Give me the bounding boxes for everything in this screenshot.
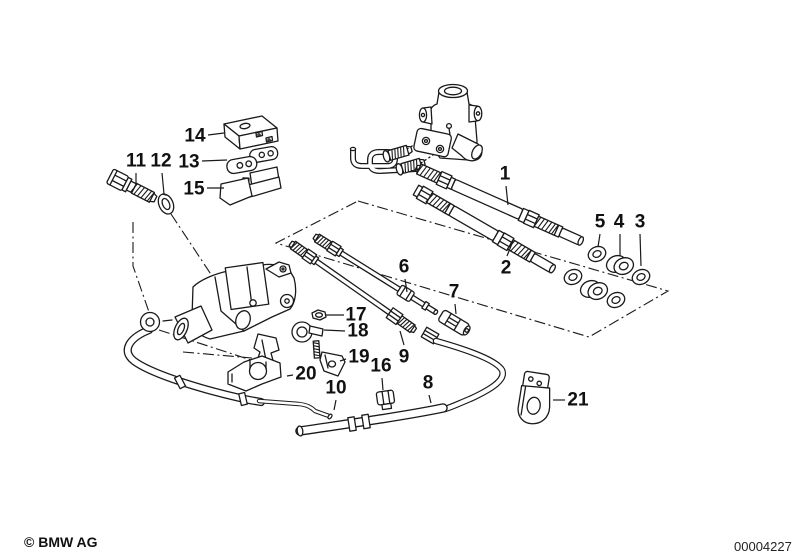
levelling-valve-unit xyxy=(173,261,297,344)
coupling-7 xyxy=(438,309,471,336)
washer-3b xyxy=(604,289,628,311)
part-callout-9[interactable]: 9 xyxy=(399,347,410,368)
pipe-9 xyxy=(288,240,418,334)
callout-18-leader xyxy=(323,329,346,332)
pressure-hose-1 xyxy=(414,163,585,246)
part-callout-20[interactable]: 20 xyxy=(295,364,316,385)
part-callout-4[interactable]: 4 xyxy=(614,212,625,233)
part-callout-7[interactable]: 7 xyxy=(449,282,460,303)
part-callout-13[interactable]: 13 xyxy=(178,152,199,173)
clamp-halves-13 xyxy=(226,145,279,175)
part-callout-12[interactable]: 12 xyxy=(150,151,171,172)
callout-19-leader xyxy=(339,358,347,362)
part-callout-15[interactable]: 15 xyxy=(183,179,205,200)
callout-10-leader xyxy=(333,399,337,411)
nut-17 xyxy=(311,309,327,321)
part-callout-3[interactable]: 3 xyxy=(635,212,646,233)
seal-washer-12 xyxy=(157,193,175,215)
callout-6-leader xyxy=(404,278,408,293)
grommet-4b xyxy=(577,274,611,306)
callout-3-leader xyxy=(639,233,642,267)
callout-9-leader xyxy=(399,330,405,346)
part-callout-6[interactable]: 6 xyxy=(399,257,410,278)
callout-13-leader xyxy=(201,159,228,162)
pipe-6 xyxy=(312,233,439,316)
banjo-bolt-11 xyxy=(106,168,158,203)
pressure-regulator-valve xyxy=(413,83,483,162)
bent-pipe xyxy=(436,341,503,409)
part-callout-18[interactable]: 18 xyxy=(347,321,368,342)
callout-16-leader xyxy=(381,377,384,391)
washer-5b xyxy=(561,266,585,288)
washer-3 xyxy=(629,266,653,288)
image-number-text: 00004227 xyxy=(734,539,792,554)
part-callout-8[interactable]: 8 xyxy=(423,373,434,394)
callout-1-leader xyxy=(505,185,509,206)
part-callout-2[interactable]: 2 xyxy=(501,258,512,279)
clamp-bracket-15 xyxy=(219,166,282,206)
pump-hose xyxy=(128,330,261,407)
pressure-hose-2 xyxy=(412,184,556,274)
part-callout-19[interactable]: 19 xyxy=(348,347,369,368)
bracket-19 xyxy=(319,351,346,377)
part-callout-10[interactable]: 10 xyxy=(325,378,346,399)
part-callout-11[interactable]: 11 xyxy=(126,151,147,172)
expansion-loop-pipe xyxy=(349,146,416,171)
washer-5 xyxy=(585,243,609,265)
banjo-union xyxy=(139,311,173,333)
part-callout-14[interactable]: 14 xyxy=(184,126,206,147)
callout-14-leader xyxy=(207,132,225,136)
copyright-text: © BMW AG xyxy=(24,534,98,550)
part-callout-16[interactable]: 16 xyxy=(370,356,391,377)
clamp-block-14 xyxy=(223,115,279,150)
part-callout-17[interactable]: 17 xyxy=(345,305,366,326)
part-callout-1[interactable]: 1 xyxy=(500,164,511,185)
bracket-20 xyxy=(227,333,282,392)
callout-2-leader xyxy=(506,240,514,257)
callout-12-leader xyxy=(161,172,165,195)
pipe-10 xyxy=(259,401,333,420)
construction-lines xyxy=(132,141,670,363)
callout-5-leader xyxy=(597,233,601,248)
clip-16 xyxy=(375,389,396,411)
callout-20-leader xyxy=(286,374,294,377)
callout-7-leader xyxy=(454,303,457,315)
part-callout-5[interactable]: 5 xyxy=(595,212,606,233)
bracket-21 xyxy=(517,370,551,425)
part-callout-21[interactable]: 21 xyxy=(567,390,589,411)
callout-8-leader xyxy=(428,394,432,404)
rubber-ring-18 xyxy=(291,321,324,359)
return-hose-8 xyxy=(297,408,443,437)
